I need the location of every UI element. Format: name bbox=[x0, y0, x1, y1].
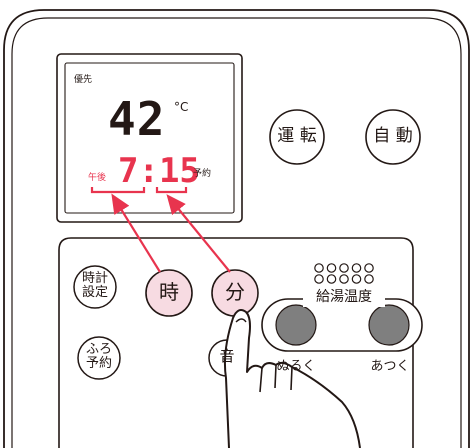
bath-reserve-label-line2: 予約 bbox=[85, 355, 112, 371]
reservation-label: 予約 bbox=[193, 169, 212, 179]
auto-button[interactable]: 自 動 bbox=[373, 126, 413, 146]
level-lamp bbox=[351, 263, 362, 273]
bath-reserve-button[interactable]: ふろ 予約 bbox=[80, 343, 118, 370]
hot-water-temp-title: 給湯温度 bbox=[316, 289, 372, 305]
lcd-screen bbox=[64, 62, 235, 214]
level-lamp bbox=[339, 274, 349, 284]
hotter-knob bbox=[368, 304, 410, 346]
pointing-hand bbox=[223, 309, 361, 448]
temperature-level-lamps bbox=[314, 263, 374, 284]
arrow-minute-to-display bbox=[166, 194, 231, 273]
cooler-knob bbox=[275, 304, 317, 346]
auto-button-ring bbox=[365, 109, 421, 165]
temperature-unit: °C bbox=[174, 100, 189, 114]
bath-reserve-label-line1: ふろ bbox=[85, 342, 112, 357]
cooler-label[interactable]: ぬるく bbox=[276, 359, 316, 374]
run-button[interactable]: 運 転 bbox=[277, 126, 317, 146]
hour-bracket bbox=[90, 187, 146, 194]
level-lamp bbox=[314, 263, 324, 273]
level-lamp bbox=[364, 274, 374, 284]
hotter-label[interactable]: あつく bbox=[370, 359, 410, 374]
level-lamp bbox=[314, 274, 324, 284]
panel-inner-outline bbox=[11, 17, 462, 448]
hand-finger-lines bbox=[259, 364, 293, 393]
priority-label: 優先 bbox=[74, 75, 93, 85]
run-button-ring bbox=[269, 109, 325, 165]
arrow-hour-to-display bbox=[111, 193, 161, 273]
level-lamp bbox=[364, 263, 374, 273]
fingernail bbox=[235, 318, 247, 323]
temperature-value: 42 bbox=[108, 92, 166, 146]
level-lamp bbox=[351, 274, 362, 284]
clock-set-button-ring bbox=[73, 265, 117, 309]
level-lamp bbox=[326, 274, 337, 284]
minute-bracket bbox=[155, 187, 188, 194]
sound-button[interactable]: 音 bbox=[219, 347, 235, 365]
level-lamp bbox=[339, 263, 349, 273]
bath-reserve-button-ring bbox=[77, 336, 121, 380]
hour-button[interactable]: 時 bbox=[159, 280, 179, 304]
temp-title-bg bbox=[303, 289, 385, 307]
pm-label: 午後 bbox=[88, 173, 107, 183]
level-lamp bbox=[326, 263, 337, 273]
clock-set-label-line1: 時計 bbox=[81, 271, 108, 286]
clock-set-label-line2: 設定 bbox=[81, 284, 108, 300]
hour-button-ring bbox=[145, 269, 193, 317]
minute-button[interactable]: 分 bbox=[225, 280, 245, 304]
clock-set-button[interactable]: 時計 設定 bbox=[76, 272, 114, 299]
reservation-time: 7:15 bbox=[118, 151, 200, 191]
